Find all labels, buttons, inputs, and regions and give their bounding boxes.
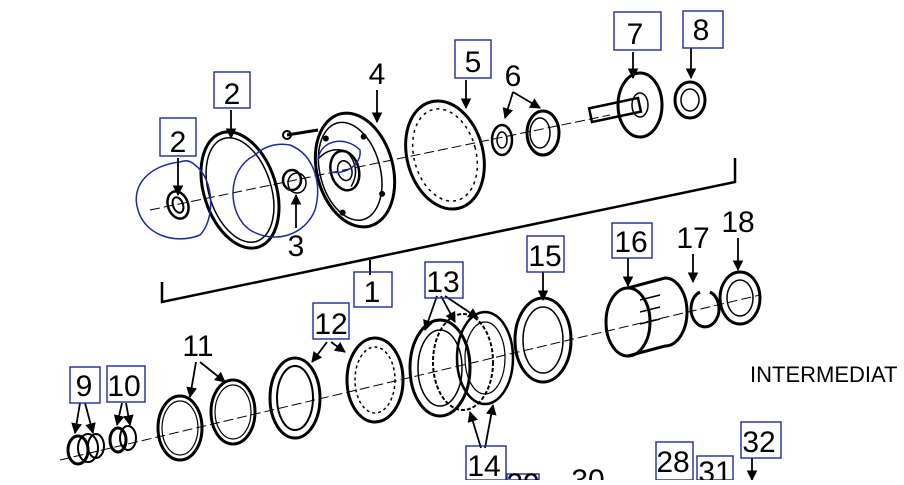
label-15: 15: [528, 240, 561, 273]
label-28: 28: [656, 446, 689, 479]
part-6-seals: [490, 109, 561, 157]
label-14: 14: [467, 450, 500, 480]
label-10: 10: [107, 370, 140, 403]
label-30-partial: 30: [571, 464, 604, 480]
leader-lines: [71, 48, 758, 482]
label-9: 9: [76, 370, 93, 403]
parts-13-14-clutch-plates: [408, 310, 515, 418]
label-5: 5: [465, 46, 482, 79]
label-31: 31: [698, 456, 731, 480]
part-12-pistons: [268, 336, 405, 440]
label-11: 11: [182, 330, 213, 363]
part-16-drum: [604, 276, 689, 358]
label-1: 1: [364, 276, 381, 309]
label-7: 7: [627, 18, 644, 51]
part-17-snap-ring: [689, 290, 721, 329]
part-18-seal: [718, 270, 762, 326]
upper-axis-line: [149, 114, 611, 211]
label-16: 16: [614, 226, 647, 259]
label-18: 18: [721, 206, 754, 239]
bolt: [282, 128, 319, 140]
label-3: 3: [288, 230, 305, 263]
annotation-circles: [135, 140, 361, 240]
part-11-rings: [156, 378, 257, 462]
part-8-seal: [673, 80, 707, 120]
part-10-seal-rings: [108, 425, 137, 454]
part-7-stator-shaft: [587, 71, 664, 139]
part-9-seal-rings: [66, 433, 105, 466]
label-32: 32: [742, 426, 775, 459]
part-5-gasket: [404, 99, 486, 211]
label-6: 6: [505, 60, 522, 93]
part-4-pump-body: [313, 111, 397, 229]
label-2-small: 2: [170, 126, 187, 159]
label-17: 17: [676, 222, 709, 255]
label-2-large: 2: [224, 78, 241, 111]
label-12: 12: [314, 308, 347, 341]
label-13: 13: [426, 266, 459, 299]
part-15-plate: [513, 296, 573, 384]
assembly-bracket: [160, 158, 737, 304]
part-3-bushing: [281, 168, 307, 194]
label-8: 8: [693, 14, 710, 47]
section-heading: INTERMEDIAT: [750, 362, 897, 387]
label-4: 4: [369, 58, 386, 91]
label-29-partial: 29: [506, 468, 539, 480]
